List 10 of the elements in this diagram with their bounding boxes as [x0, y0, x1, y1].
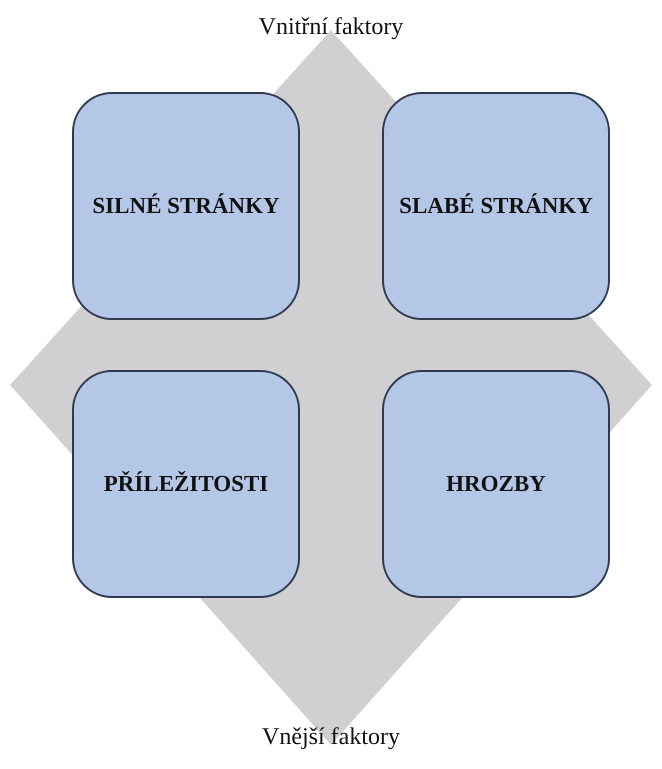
quadrant-title: HROZBY: [445, 471, 547, 497]
quadrant-title: SILNÉ STRÁNKY: [91, 193, 281, 219]
axis-label: Vnější faktory: [262, 724, 400, 751]
quadrant-title: PŘÍLEŽITOSTI: [102, 471, 270, 497]
quadrant-box: [382, 92, 610, 320]
quadrant-box: [72, 370, 300, 598]
quadrant-box: [72, 92, 300, 320]
axis-label: Vnitřní faktory: [258, 14, 404, 41]
quadrant-title: SLABÉ STRÁNKY: [398, 193, 594, 219]
quadrant-box: [382, 370, 610, 598]
